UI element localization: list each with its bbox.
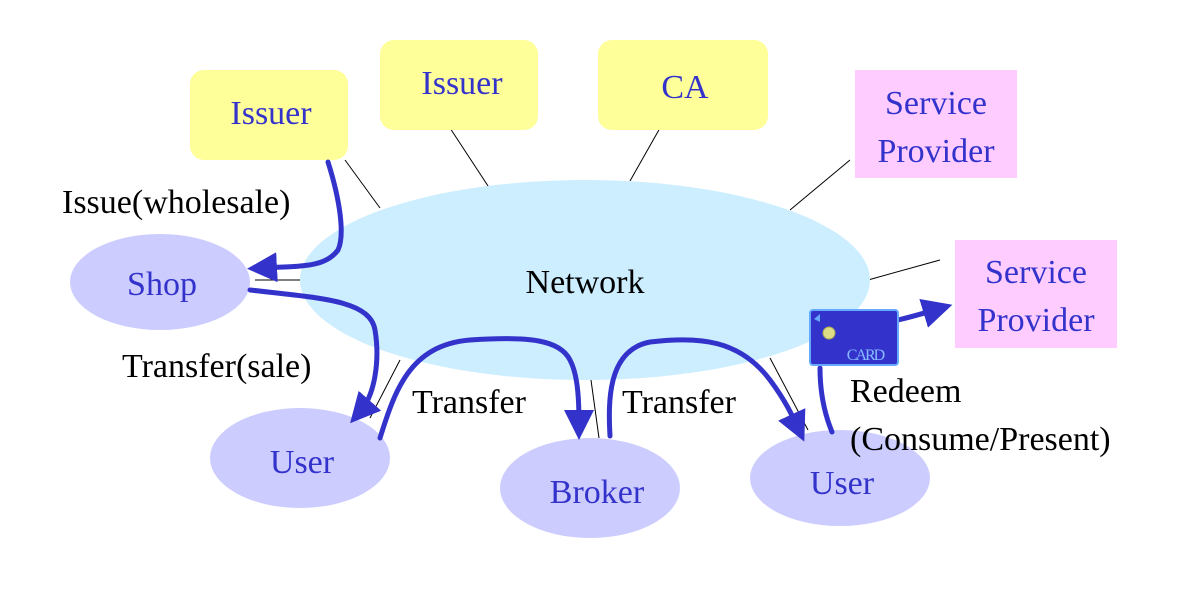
user-right-label: User	[810, 465, 875, 502]
broker-label: Broker	[550, 474, 645, 511]
node-issuer-left[interactable]: Issuer	[190, 70, 348, 160]
connector-user-right	[769, 357, 809, 431]
label-redeem-line2: (Consume/Present)	[850, 421, 1111, 458]
service-provider-top-line2: Provider	[877, 133, 995, 170]
service-provider-right-line1: Service	[985, 254, 1087, 291]
connector-ca	[629, 127, 661, 182]
node-user-left[interactable]: User	[210, 408, 390, 508]
network-cloud	[300, 180, 870, 380]
label-transfer-sale: Transfer(sale)	[122, 348, 311, 385]
connector-provider-right	[867, 259, 941, 281]
node-service-provider-top[interactable]: Service Provider	[855, 70, 1017, 178]
service-provider-right-line2: Provider	[977, 302, 1095, 339]
issuer-center-label: Issuer	[421, 65, 503, 102]
card-label: CARD	[847, 347, 885, 364]
node-service-provider-right[interactable]: Service Provider	[955, 240, 1117, 348]
connector-broker	[590, 379, 600, 439]
label-transfer-1: Transfer	[412, 384, 527, 421]
node-broker[interactable]: Broker	[500, 438, 680, 538]
arrow-transfer-2	[606, 337, 806, 442]
network-label: Network	[526, 264, 645, 301]
arrow-transfer-sale	[247, 287, 382, 424]
label-issue-wholesale: Issue(wholesale)	[62, 184, 290, 221]
label-redeem-line1: Redeem	[850, 373, 961, 410]
connector-provider-top	[789, 159, 851, 211]
label-transfer-2: Transfer	[622, 384, 737, 421]
node-shop[interactable]: Shop	[70, 234, 250, 330]
node-ca[interactable]: CA	[598, 40, 768, 130]
ca-label: CA	[661, 69, 709, 106]
connector-issuer-center	[449, 127, 491, 190]
shop-label: Shop	[127, 266, 197, 303]
node-user-right[interactable]: User	[750, 430, 930, 526]
arrow-card-to-provider	[895, 298, 953, 328]
arrow-transfer-1	[377, 336, 594, 441]
service-provider-top-line1: Service	[885, 85, 987, 122]
user-left-label: User	[270, 444, 335, 481]
connector-issuer-left	[344, 159, 381, 209]
issuer-left-label: Issuer	[230, 95, 312, 132]
smart-card-icon[interactable]: CARD	[809, 309, 899, 366]
node-issuer-center[interactable]: Issuer	[380, 40, 538, 130]
arrow-redeem	[817, 365, 835, 435]
arrow-issue	[247, 159, 344, 283]
